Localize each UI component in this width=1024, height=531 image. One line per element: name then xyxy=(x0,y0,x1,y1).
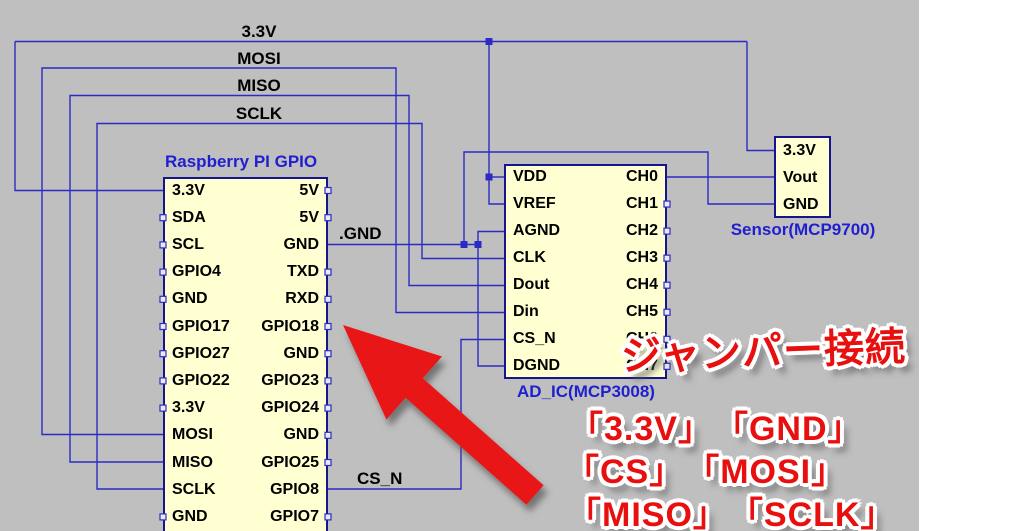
pin-row: Vout xyxy=(776,168,829,188)
pin-label-right: CH6 xyxy=(625,330,658,348)
pin-label-right: CH5 xyxy=(625,303,658,321)
pin-label-right: 5V xyxy=(299,208,319,226)
annotation-conn-line-1: 「3.3V」 「GND」 xyxy=(569,410,863,448)
pin-row: MOSI GND xyxy=(165,425,326,445)
annotation-jumper-note: ジャンパー接続 xyxy=(620,325,907,380)
pin-label-left: SCL xyxy=(172,235,204,253)
pin-label-right: TXD xyxy=(287,263,319,281)
pin-row: SDA 5V xyxy=(165,208,326,228)
pin-label-left: GPIO17 xyxy=(172,317,230,335)
pin-label-right: GPIO24 xyxy=(261,399,319,417)
pin-label-left: SDA xyxy=(172,208,206,226)
pin-label-right: GPIO25 xyxy=(261,453,319,471)
annotation-conn-line-2: 「CS」 「MOSI」 xyxy=(565,453,847,491)
pin-label-left: GND xyxy=(172,507,208,525)
pin-label-right: CH4 xyxy=(625,276,658,294)
pin-label-right: GPIO8 xyxy=(270,480,319,498)
pin-row: GPIO4 TXD xyxy=(165,262,326,282)
net-label-sclk: SCLK xyxy=(235,104,283,123)
pin-label-right: RXD xyxy=(285,290,319,308)
sensor-title: Sensor(MCP9700) xyxy=(730,220,876,239)
adc-title: AD_IC(MCP3008) xyxy=(517,382,655,401)
pin-label-left: Dout xyxy=(513,276,550,294)
pin-label-left: CS_N xyxy=(513,330,556,348)
net-label-3v3: 3.3V xyxy=(241,22,277,41)
pin-label-left: 3.3V xyxy=(172,181,205,199)
pin-label-right: GPIO18 xyxy=(261,317,319,335)
pin-label-right: CH3 xyxy=(625,249,658,267)
pin-label-right: GPIO7 xyxy=(270,507,319,525)
pin-label-right: CH2 xyxy=(625,222,658,240)
pin-label-right: CH0 xyxy=(625,168,658,185)
pin-label-left: 3.3V xyxy=(172,399,205,417)
pin-label-left: GPIO4 xyxy=(172,263,221,281)
pin-row: 3.3V GPIO24 xyxy=(165,398,326,418)
pin-row: SCL GND xyxy=(165,235,326,255)
net-label-gnd: .GND xyxy=(339,224,382,243)
pin-label-left: 3.3V xyxy=(783,141,816,159)
pin-row: SCLK GPIO8 xyxy=(165,480,326,500)
pin-label-right: GND xyxy=(283,344,319,362)
pin-label-left: MOSI xyxy=(172,426,213,444)
pin-label-left: GPIO27 xyxy=(172,344,230,362)
pin-label-left: Vout xyxy=(783,168,818,186)
pin-row: GPIO22 GPIO23 xyxy=(165,371,326,391)
pin-row: GPIO27 GND xyxy=(165,344,326,364)
pin-label-left: SCLK xyxy=(172,480,216,498)
pin-row: 3.3V xyxy=(776,141,829,161)
pin-row: VREF CH1 xyxy=(506,194,665,214)
pin-label-right: CH7 xyxy=(625,357,658,375)
pin-label-right: GND xyxy=(283,235,319,253)
pin-label-left: GND xyxy=(172,290,208,308)
pin-label-right: CH1 xyxy=(625,195,658,213)
pin-label-left: GPIO22 xyxy=(172,371,230,389)
pin-label-left: GND xyxy=(783,195,819,213)
net-label-mosi: MOSI xyxy=(237,49,281,68)
pin-label-left: CLK xyxy=(513,249,546,267)
pin-row: GND RXD xyxy=(165,289,326,309)
pin-row: GND GPIO7 xyxy=(165,507,326,527)
pin-row: GPIO17 GPIO18 xyxy=(165,317,326,337)
pin-row: GND xyxy=(776,195,829,215)
pin-label-left: DGND xyxy=(513,357,561,375)
pin-row: CLK CH3 xyxy=(506,248,665,268)
pin-row: VDD CH0 xyxy=(506,167,665,187)
pin-label-right: 5V xyxy=(299,181,319,199)
pin-label-right: GND xyxy=(283,426,319,444)
net-label-cs-n: CS_N xyxy=(357,469,403,488)
net-label-miso: MISO xyxy=(237,76,281,95)
pin-label-left: VREF xyxy=(513,195,556,213)
pin-row: MISO GPIO25 xyxy=(165,453,326,473)
pin-label-left: MISO xyxy=(172,453,213,471)
pin-row: Dout CH4 xyxy=(506,275,665,295)
pin-row: 3.3V 5V xyxy=(165,181,326,201)
pin-row: AGND CH2 xyxy=(506,221,665,241)
pin-label-left: AGND xyxy=(513,222,561,240)
annotation-conn-line-3: 「MISO」 「SCLK」 xyxy=(567,496,896,531)
pin-label-right: GPIO23 xyxy=(261,371,319,389)
pin-label-left: Din xyxy=(513,303,539,321)
rpi-title: Raspberry PI GPIO xyxy=(165,152,318,171)
pin-label-left: VDD xyxy=(513,168,547,185)
pin-row: Din CH5 xyxy=(506,302,665,322)
